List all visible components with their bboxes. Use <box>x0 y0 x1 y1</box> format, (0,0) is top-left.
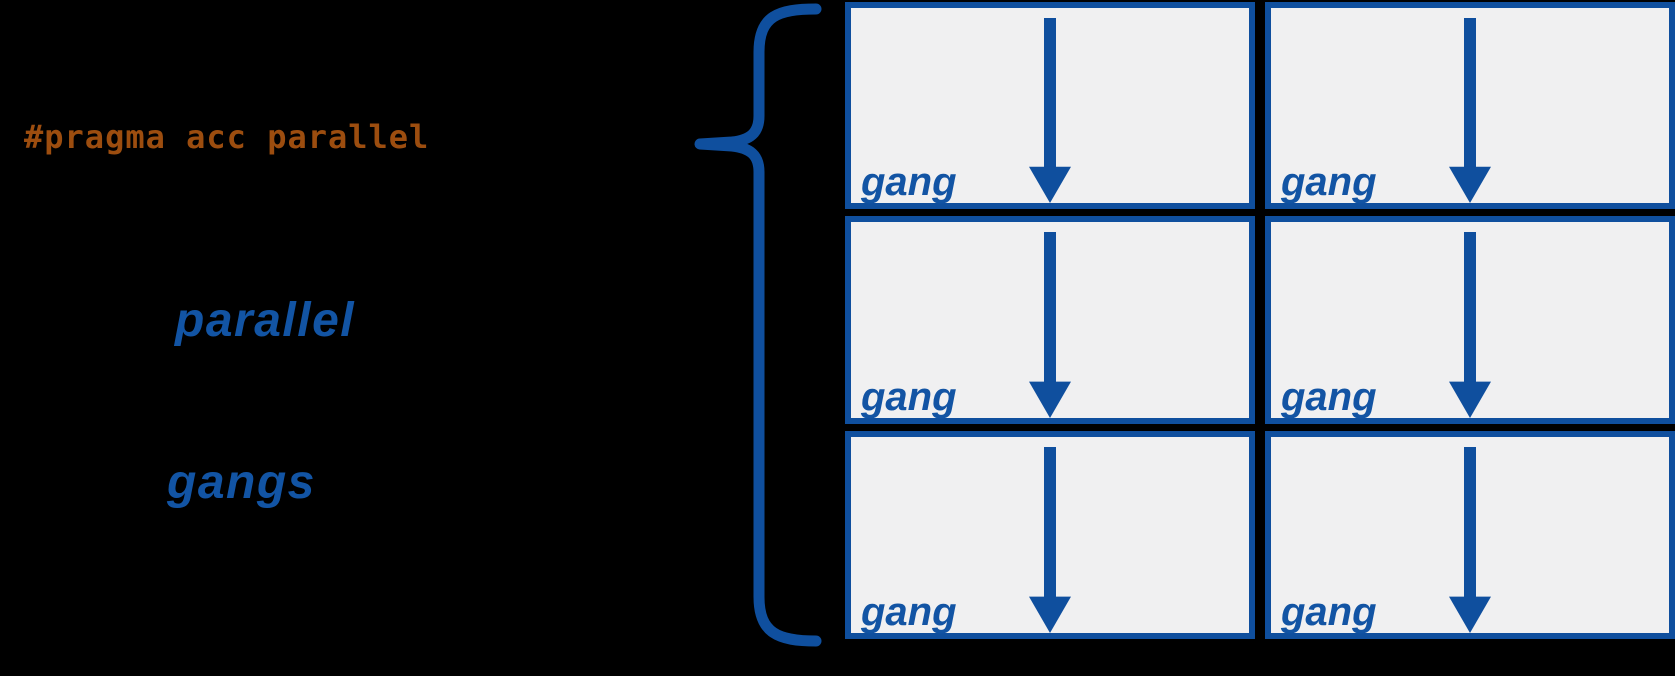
arrow-down-icon <box>1028 232 1072 418</box>
gang-label: gang <box>861 160 957 204</box>
gangs-label: gangs <box>167 456 316 509</box>
gang-label: gang <box>861 375 957 419</box>
arrow-down-icon <box>1448 18 1492 203</box>
gang-box: gang <box>1265 216 1675 424</box>
gang-label: gang <box>861 590 957 634</box>
pragma-code-label: #pragma acc parallel <box>24 118 430 156</box>
gang-label: gang <box>1281 590 1377 634</box>
gang-box: gang <box>845 216 1255 424</box>
parallel-label: parallel <box>175 294 356 347</box>
gang-box: gang <box>1265 2 1675 209</box>
arrow-down-icon <box>1448 447 1492 633</box>
gang-box: gang <box>845 2 1255 209</box>
gang-label: gang <box>1281 160 1377 204</box>
gang-label: gang <box>1281 375 1377 419</box>
left-curly-brace-icon <box>688 0 828 660</box>
arrow-down-icon <box>1028 18 1072 203</box>
arrow-down-icon <box>1028 447 1072 633</box>
gang-box: gang <box>845 431 1255 639</box>
arrow-down-icon <box>1448 232 1492 418</box>
gang-box: gang <box>1265 431 1675 639</box>
